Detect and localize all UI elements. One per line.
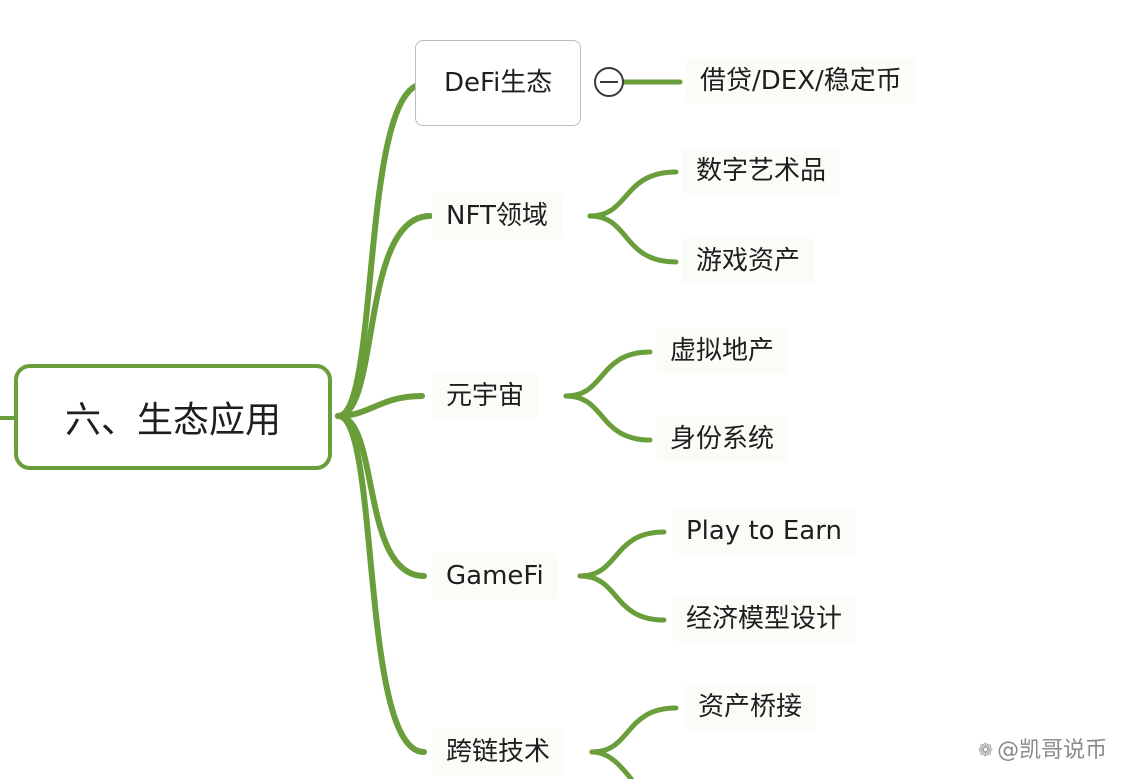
collapse-toggle-icon[interactable]	[594, 67, 624, 97]
branch-gamefi[interactable]: GameFi	[432, 552, 558, 600]
link-root-nft	[335, 213, 433, 419]
leaf-label: 身份系统	[670, 424, 775, 454]
link-root-defi	[335, 81, 427, 419]
leaf-crosschain-1[interactable]: 资产桥接	[684, 684, 817, 730]
leaf-label: 借贷/DEX/稳定币	[700, 66, 902, 96]
branch-metaverse[interactable]: 元宇宙	[432, 372, 539, 420]
link-root-gamefi	[335, 413, 427, 579]
leaf-nft-2[interactable]: 游戏资产	[682, 238, 815, 284]
link-gamefi-child-2	[577, 573, 667, 623]
leaf-defi-1[interactable]: 借贷/DEX/稳定币	[686, 58, 916, 104]
branch-label: 跨链技术	[446, 737, 551, 767]
link-root-crosschain	[335, 413, 427, 755]
branch-label: GameFi	[446, 561, 544, 591]
branch-label: DeFi生态	[444, 68, 553, 98]
leaf-metaverse-1[interactable]: 虚拟地产	[656, 328, 789, 374]
butterfly-logo-icon: ❁	[978, 740, 994, 761]
watermark-text: @凯哥说币	[997, 738, 1108, 763]
root-label: 六、生态应用	[64, 400, 281, 441]
leaf-label: 数字艺术品	[696, 156, 827, 186]
leaf-label: 经济模型设计	[686, 604, 843, 634]
link-nft-child-1	[587, 169, 679, 219]
leaf-nft-1[interactable]: 数字艺术品	[682, 148, 841, 194]
branch-defi[interactable]: DeFi生态	[415, 40, 582, 126]
leaf-label: 游戏资产	[696, 246, 801, 276]
leaf-gamefi-1[interactable]: Play to Earn	[672, 508, 856, 554]
link-gamefi-child-1	[577, 529, 667, 579]
link-crosschain-child-1	[589, 705, 679, 755]
link-metaverse-child-1	[563, 349, 653, 399]
root-node[interactable]: 六、生态应用	[14, 364, 332, 470]
leaf-label: 资产桥接	[698, 692, 803, 722]
link-nft-child-2	[587, 213, 679, 265]
leaf-gamefi-2[interactable]: 经济模型设计	[672, 596, 857, 642]
leaf-metaverse-2[interactable]: 身份系统	[656, 416, 789, 462]
link-metaverse-child-2	[563, 393, 653, 443]
leaf-label: 虚拟地产	[670, 336, 775, 366]
link-crosschain-child-2	[589, 749, 635, 779]
branch-label: NFT领域	[446, 201, 548, 231]
branch-nft[interactable]: NFT领域	[432, 192, 562, 240]
branch-label: 元宇宙	[446, 381, 525, 411]
leaf-label: Play to Earn	[686, 516, 842, 546]
watermark: ❁ @凯哥说币	[978, 734, 1107, 768]
branch-crosschain[interactable]: 跨链技术	[432, 728, 565, 776]
